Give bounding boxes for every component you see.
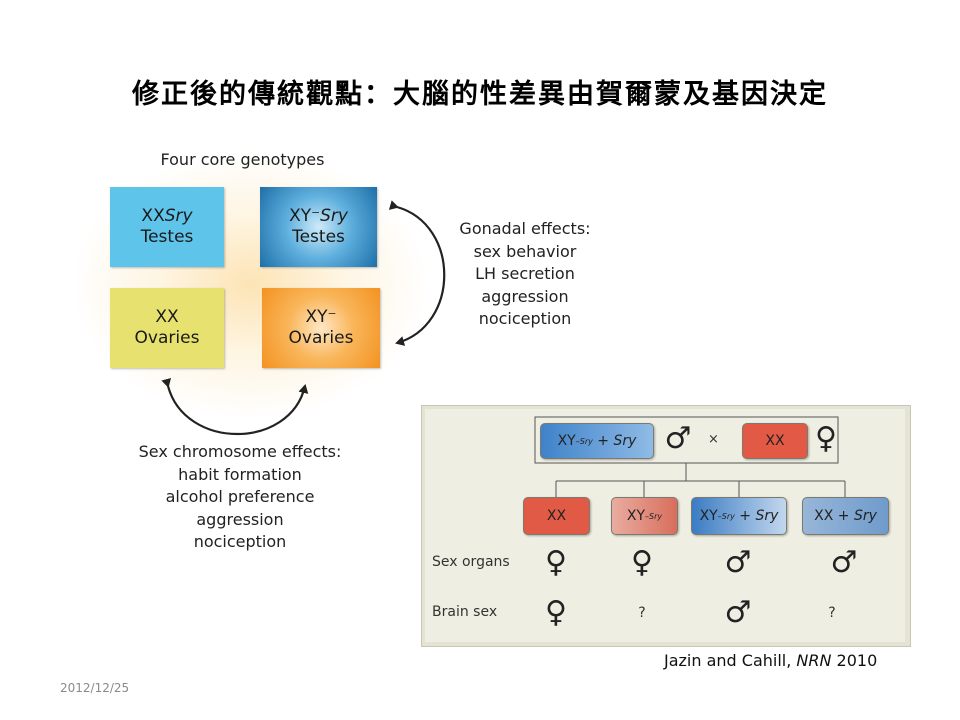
female-symbol-icon: ♀ xyxy=(545,545,567,580)
sex-chromosome-effect-item: nociception xyxy=(193,532,287,551)
genotype-sup: –Sry xyxy=(575,436,593,446)
genotype-box-xx-sry-testes: XXSry Testes xyxy=(110,187,224,267)
genotype-sry: Sry xyxy=(320,206,348,226)
parent-male-genotype: XY–Sry + Sry xyxy=(540,423,654,459)
citation-authors: Jazin and Cahill, xyxy=(664,651,797,670)
genotype-plus: + xyxy=(734,508,756,524)
offspring-genotype-xx: XX xyxy=(523,497,590,535)
genotype-base: XY xyxy=(626,508,646,524)
gonad-label: Ovaries xyxy=(134,328,200,348)
genotype-label: XX xyxy=(155,307,179,327)
core-genotypes-title: Four core genotypes xyxy=(160,150,325,169)
citation-journal: NRN xyxy=(796,651,832,670)
gonad-label: Testes xyxy=(292,227,345,247)
row-label-sex-organs: Sex organs xyxy=(432,554,510,570)
gonadal-effects: Gonadal effects: sex behavior LH secreti… xyxy=(440,218,610,331)
gonadal-effect-item: aggression xyxy=(481,286,569,306)
gonadal-arrow xyxy=(388,200,446,346)
genotype-sry: Sry xyxy=(755,508,779,524)
unknown-marker: ? xyxy=(638,605,646,621)
offspring-genotype-xy-minus-sry: XY–Sry xyxy=(611,497,678,535)
male-symbol-icon: ♂ xyxy=(724,545,752,580)
genotype-sry: Sry xyxy=(164,206,193,226)
sex-chromosome-effect-item: habit formation xyxy=(178,464,302,484)
citation-year: 2010 xyxy=(831,651,878,670)
genotype-base: XY xyxy=(699,508,718,524)
genotype-label: XY⁻Sry xyxy=(289,206,348,227)
genotype-box-xx-ovaries: XX Ovaries xyxy=(110,288,224,368)
slide-date: 2012/12/25 xyxy=(60,681,130,695)
sex-chromosome-effects: Sex chromosome effects: habit formation … xyxy=(100,441,380,554)
genotype-plus: + xyxy=(833,508,854,524)
parent-female-genotype: XX xyxy=(742,423,808,459)
sex-chromosome-arrow xyxy=(161,377,309,436)
sex-chromosome-effect-item: aggression xyxy=(196,509,284,529)
genotype-sup: –Sry xyxy=(717,511,735,521)
female-symbol-icon: ♀ xyxy=(545,595,567,630)
female-symbol-icon: ♀ xyxy=(631,545,653,580)
genotype-box-xy-ovaries: XY⁻ Ovaries xyxy=(262,288,380,368)
citation: Jazin and Cahill, NRN 2010 xyxy=(664,651,877,670)
offspring-genotype-xx-plus-sry: XX + Sry xyxy=(802,497,889,535)
genotype-label: XXSry xyxy=(141,206,192,227)
genotype-box-xy-sry-testes: XY⁻Sry Testes xyxy=(260,187,377,267)
genotype-plus: + xyxy=(592,433,614,449)
genotype-prefix: XX xyxy=(141,206,165,226)
unknown-marker: ? xyxy=(828,605,836,621)
gonad-label: Testes xyxy=(140,227,194,247)
sex-chromosome-effects-heading: Sex chromosome effects: xyxy=(138,442,342,461)
gonad-label: Ovaries xyxy=(288,328,354,348)
gonadal-effect-item: LH secretion xyxy=(475,264,575,283)
gonadal-effects-heading: Gonadal effects: xyxy=(459,219,591,238)
gonadal-effect-item: nociception xyxy=(478,309,572,328)
row-label-brain-sex: Brain sex xyxy=(432,604,498,620)
male-symbol-icon: ♂ xyxy=(830,545,858,580)
slide-title: 修正後的傳統觀點：大腦的性差異由賀爾蒙及基因決定 xyxy=(132,79,828,110)
gonadal-effect-item: sex behavior xyxy=(473,241,577,261)
genotype-base: XX xyxy=(546,508,567,524)
genotype-sry: Sry xyxy=(613,433,637,449)
sex-chromosome-effect-item: alcohol preference xyxy=(165,487,315,506)
genotype-base: XX xyxy=(814,508,834,524)
female-symbol-icon: ♀ xyxy=(815,421,837,456)
offspring-genotype-xy-minus-sry-plus-sry: XY–Sry + Sry xyxy=(691,497,787,535)
male-symbol-icon: ♂ xyxy=(664,421,692,456)
genotype-base: XY xyxy=(557,433,576,449)
genotype-prefix: XY⁻ xyxy=(289,206,321,226)
cross-times: × xyxy=(708,432,719,447)
genotype-label: XY⁻ xyxy=(305,307,337,327)
genotype-sup: –Sry xyxy=(645,511,663,521)
genotype-sry: Sry xyxy=(853,508,877,524)
male-symbol-icon: ♂ xyxy=(724,595,752,630)
